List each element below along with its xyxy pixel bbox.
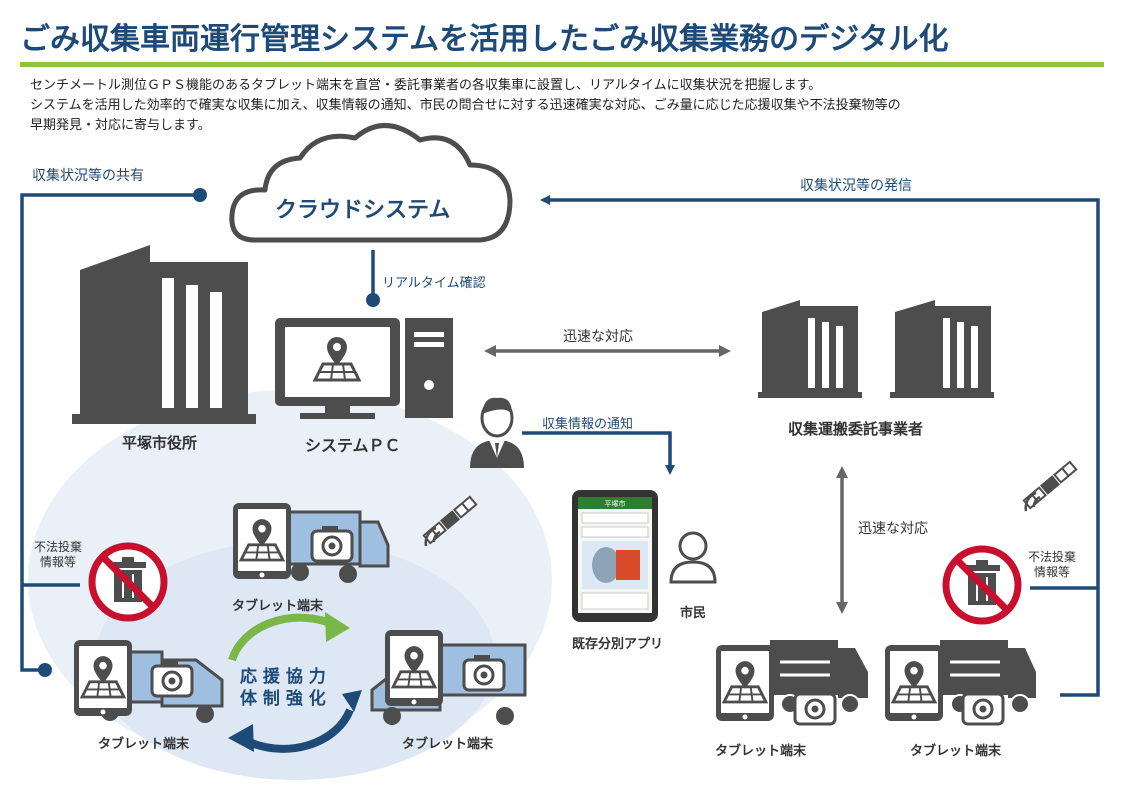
smartphone-icon: 平塚市 bbox=[572, 490, 658, 622]
tablet-label-right: タブレット端末 bbox=[402, 737, 494, 752]
tablet-icon bbox=[885, 645, 943, 721]
citizen-person-icon bbox=[669, 531, 717, 584]
camera-icon bbox=[793, 687, 837, 726]
system-pc-label: システムＰＣ bbox=[305, 436, 401, 455]
camera-icon bbox=[462, 653, 506, 692]
satellite-icon-right bbox=[1022, 460, 1078, 513]
cycle-arrows-icon bbox=[228, 612, 362, 753]
quick-response-label-vertical: 迅速な対応 bbox=[858, 521, 928, 537]
truck-icon bbox=[940, 640, 1036, 714]
description-line-2: システムを活用した効率的で確実な収集に加え、収集情報の通知、市民の問合せに対する… bbox=[30, 98, 901, 113]
cloud-label: クラウドシステム bbox=[275, 198, 451, 223]
send-connector bbox=[540, 195, 1100, 697]
person-icon bbox=[470, 397, 524, 468]
dumping-label-right: 不法投棄 情報等 bbox=[1028, 550, 1077, 579]
support-label-line1: 応 援 協 力 bbox=[240, 667, 326, 687]
quick-response-label-horizontal: 迅速な対応 bbox=[563, 329, 633, 345]
contractor-building-icon bbox=[758, 300, 994, 398]
tablet-label-contractor-1: タブレット端末 bbox=[715, 744, 807, 759]
no-dumping-icon-right bbox=[946, 549, 1018, 621]
app-label: 既存分別アプリ bbox=[572, 637, 664, 652]
contractor-label: 収集運搬委託事業者 bbox=[788, 420, 924, 438]
send-label: 収集状況等の発信 bbox=[800, 178, 912, 194]
share-label: 収集状況等の共有 bbox=[32, 168, 144, 184]
tablet-label-top: タブレット端末 bbox=[232, 599, 324, 614]
support-label-line2: 体 制 強 化 bbox=[240, 689, 326, 709]
truck-icon bbox=[770, 640, 868, 714]
citizen-label: 市民 bbox=[680, 606, 707, 621]
page-title: ごみ収集車両運行管理システムを活用したごみ収集業務のデジタル化 bbox=[20, 22, 949, 57]
tablet-label-contractor-2: タブレット端末 bbox=[910, 744, 1002, 759]
notify-label: 収集情報の通知 bbox=[542, 417, 634, 432]
realtime-connector bbox=[366, 250, 380, 307]
description-line-3: 早期発見・対応に寄与します。 bbox=[30, 118, 211, 133]
tablet-icon bbox=[385, 630, 443, 706]
tablet-label-left: タブレット端末 bbox=[98, 737, 190, 752]
dumping-label-left: 不法投棄 情報等 bbox=[34, 540, 83, 569]
tablet-icon bbox=[716, 645, 774, 721]
no-dumping-icon bbox=[92, 546, 164, 618]
description-line-1: センチメートル測位ＧＰＳ機能のあるタブレット端末を直営・委託事業者の各収集車に設… bbox=[30, 78, 822, 93]
realtime-label: リアルタイム確認 bbox=[382, 276, 486, 291]
computer-icon bbox=[275, 318, 453, 419]
tablet-icon bbox=[233, 503, 291, 579]
city-hall-label: 平塚市役所 bbox=[122, 434, 198, 452]
building-icon bbox=[72, 245, 256, 424]
camera-icon bbox=[150, 659, 194, 698]
tablet-icon bbox=[74, 640, 132, 716]
camera-icon bbox=[310, 524, 354, 563]
camera-icon bbox=[961, 687, 1005, 726]
notify-connector bbox=[522, 431, 675, 475]
app-screen-header: 平塚市 bbox=[605, 499, 626, 508]
title-underline bbox=[20, 62, 1104, 67]
share-connector bbox=[20, 188, 207, 677]
cloud-icon bbox=[229, 123, 513, 243]
